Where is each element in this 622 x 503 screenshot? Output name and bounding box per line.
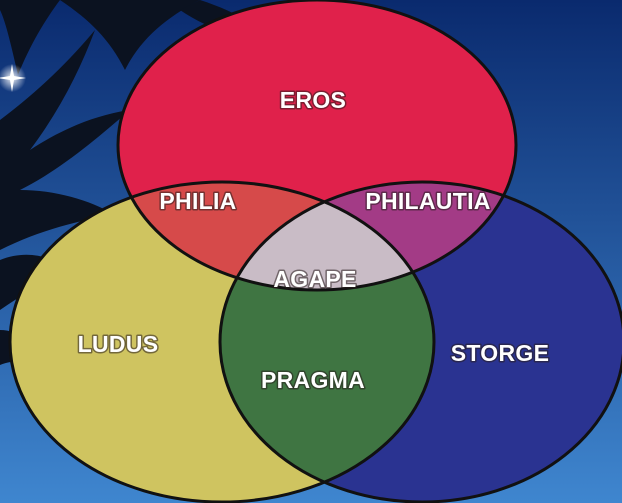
ludus-label: LUDUS bbox=[78, 331, 159, 357]
eros-label: EROS bbox=[280, 87, 346, 113]
pragma-label: PRAGMA bbox=[261, 367, 365, 393]
philautia-label: PHILAUTIA bbox=[365, 188, 490, 214]
philia-label: PHILIA bbox=[159, 188, 236, 214]
venn-outlines bbox=[8, 0, 622, 503]
agape-region bbox=[220, 182, 434, 290]
agape-label: AGAPE bbox=[273, 266, 356, 292]
star-sparkle-icon bbox=[0, 64, 26, 92]
storge-label: STORGE bbox=[451, 340, 550, 366]
